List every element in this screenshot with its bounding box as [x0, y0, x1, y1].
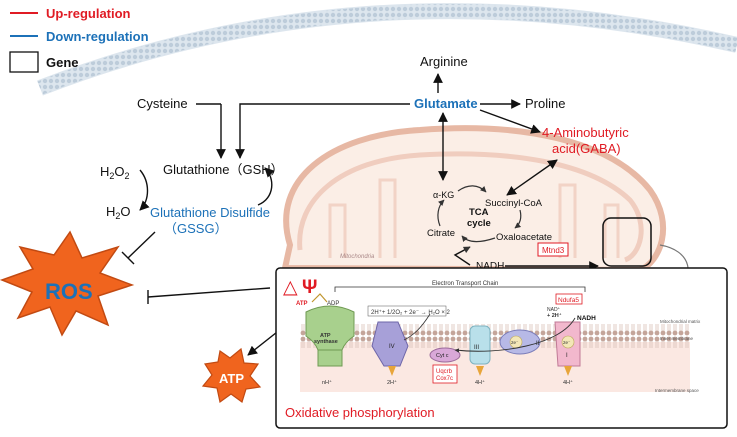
proline-label: Proline [525, 96, 565, 111]
legend-up-label: Up-regulation [46, 6, 131, 21]
gene-box-mtnd3 [537, 242, 569, 257]
atp-synthase-label-2: synthase [314, 339, 338, 345]
nad-h-label: + 2H⁺ [547, 312, 562, 319]
cell-membrane [37, 3, 737, 96]
psi-symbol: Ψ [302, 277, 317, 298]
gene-uqcrb: Uqcrb [436, 369, 453, 375]
legend-down-label: Down-regulation [46, 29, 149, 44]
complex-iii-label: III [474, 345, 479, 351]
tca-succinyl-coa: Succinyl-CoA [485, 198, 543, 209]
arginine-label: Arginine [420, 54, 468, 69]
gene-box-uqcrb-cox7c [432, 364, 458, 384]
atp-burst: ATP [201, 347, 262, 404]
gssg-label-line2: （GSSG） [164, 221, 228, 236]
ros-burst: ROS [0, 230, 135, 337]
legend-gene-label: Gene [46, 55, 79, 70]
atp-synthase: ATP synthase [305, 305, 355, 367]
gene-mtnd3: Mtnd3 [542, 246, 565, 255]
nad-label: NAD⁺ [547, 307, 561, 313]
oxphos-title: Oxidative phosphorylation [285, 405, 435, 420]
complex-ii: II 2e⁻ [499, 329, 541, 355]
cytochrome-c: Cyt c Uqcrb Cox7c [429, 347, 461, 384]
h-i-label: 4H⁺ [563, 379, 573, 386]
h-iii-label: 4H⁺ [475, 379, 485, 386]
ims-label: Intermembrane space [655, 388, 699, 393]
glutamate-label: Glutamate [414, 96, 478, 111]
gssg-label-line1: Glutathione Disulfide [150, 205, 270, 220]
water-equation: 2H⁺+ 1/2O₂ + 2e⁻ → H₂O × 2 [371, 309, 451, 316]
h2o2-label: H2O2 [100, 164, 130, 181]
etc-chain-label: Electron Transport Chain [432, 281, 498, 287]
ros-label: ROS [45, 279, 93, 304]
matrix-label: Mitochondrial matrix [660, 319, 701, 324]
mitochondria-label: Mitochondria [340, 254, 375, 260]
zoom-box [602, 217, 652, 267]
legend-gene-box [9, 51, 39, 73]
atp-small: ATP [296, 301, 308, 307]
h-iv-label: 2H⁺ [387, 379, 397, 386]
cyt-c-label: Cyt c [436, 353, 449, 359]
adp-small: ADP [327, 301, 339, 307]
complex-iv: IV 2H⁺ [371, 321, 409, 386]
cysteine-label: Cysteine [137, 96, 188, 111]
gene-box-ndufa5 [555, 293, 583, 305]
tca-nadh: NADH [476, 261, 504, 272]
gaba-label-line1: 4-Aminobutyric [542, 125, 629, 140]
atp-synthase-label-1: ATP [320, 333, 331, 339]
gene-ndufa5: Ndufa5 [558, 297, 579, 304]
gaba-label-line2: acid(GABA) [552, 141, 621, 156]
delta-symbol: △ [283, 277, 298, 298]
nadh-small: NADH [577, 315, 596, 322]
complex-i: 2e⁻ I 4H⁺ [554, 321, 581, 386]
tca-cycle: α-KG Succinyl-CoA TCA cycle Citrate Oxal… [427, 185, 599, 272]
metabolic-arrows [121, 73, 558, 304]
tca-citrate: Citrate [427, 228, 455, 239]
complex-ii-label: II [536, 341, 540, 347]
h2o-label: H2O [106, 204, 131, 221]
gsh-label: Glutathione（GSH） [163, 162, 284, 177]
gene-cox7c: Cox7c [436, 376, 453, 382]
tca-oxaloacetate: Oxaloacetate [496, 232, 552, 243]
atp-big-label: ATP [219, 371, 244, 386]
complex-iii: III 4H⁺ [469, 325, 491, 386]
nh-label: nH⁺ [322, 379, 332, 386]
complex-i-label: I [566, 353, 568, 359]
oxphos-panel: △ Ψ Electron Transport Chain ATP ADP 2H⁺… [275, 267, 728, 429]
electron-i: 2e⁻ [563, 340, 571, 345]
electron-ii: 2e⁻ [511, 340, 519, 345]
tca-akg: α-KG [433, 190, 454, 200]
inner-membrane-label: Inner membrane [660, 336, 694, 341]
tca-center-2: cycle [467, 218, 491, 229]
complex-iv-label: IV [389, 344, 395, 350]
tca-center-1: TCA [469, 207, 489, 218]
mitochondrion: Mitochondria [281, 125, 667, 274]
legend: Up-regulation Down-regulation Gene [9, 6, 149, 73]
